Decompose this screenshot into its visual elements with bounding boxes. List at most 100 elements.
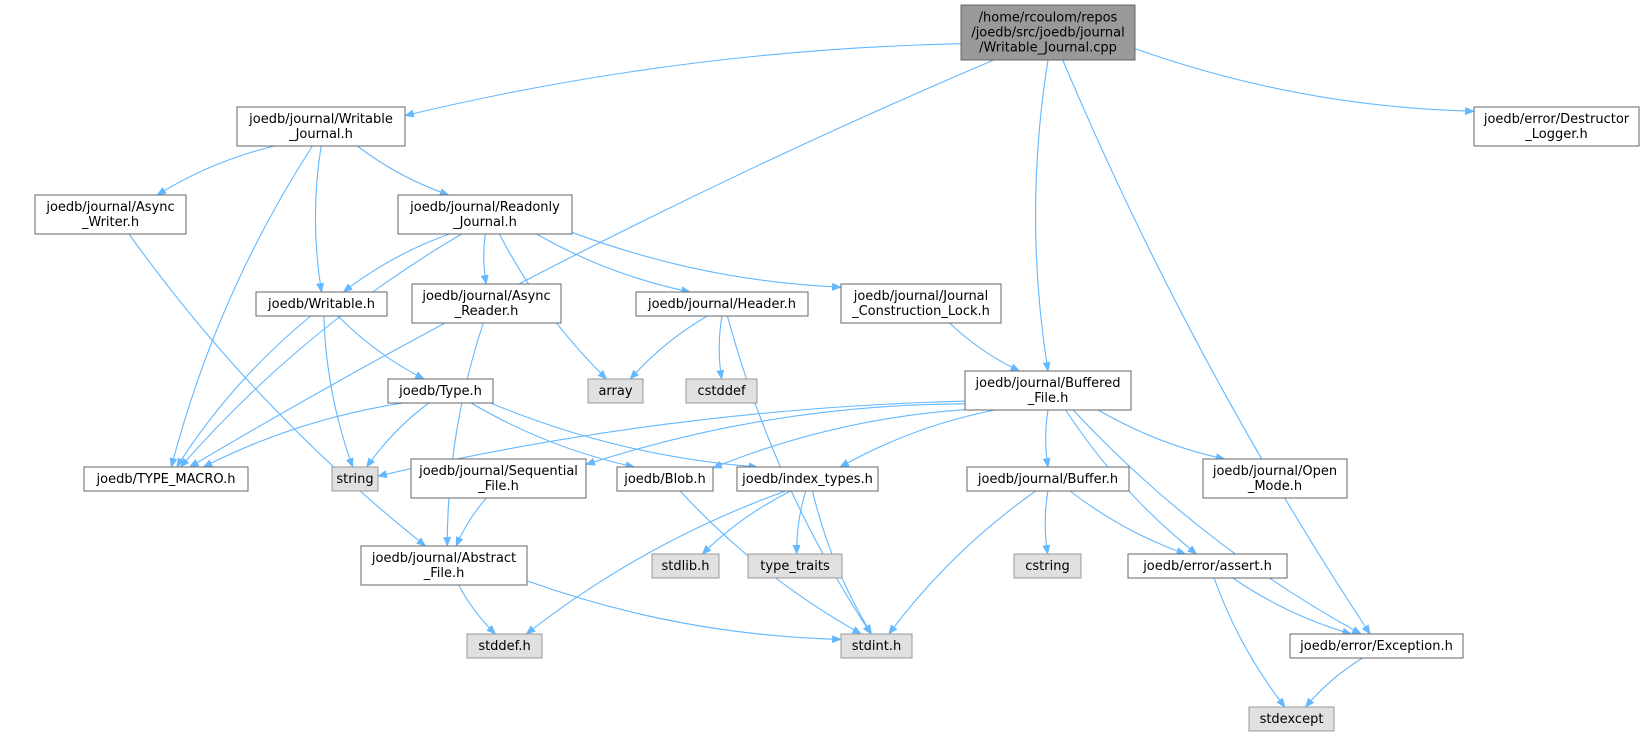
node-box [466, 633, 543, 659]
edge-sequential_file_h-to-abstract_file_h [455, 497, 487, 547]
node-label-line: _Writer.h [81, 215, 139, 230]
node-box [616, 466, 714, 492]
node-abstract-file-h[interactable]: joedb/journal/Abstract_File.h [360, 545, 528, 586]
edge-abstract_file_h-to-stddef_h [458, 584, 497, 635]
node-label-line: stdint.h [852, 639, 901, 654]
edge-root-to-writable_journal_h [404, 43, 962, 118]
node-label-line: joedb/TYPE_MACRO.h [96, 472, 236, 487]
edge-header_h-to-cstddef [716, 315, 725, 380]
node-label-line: _Reader.h [454, 304, 519, 319]
node-label-line: _File.h [1027, 391, 1069, 406]
node-async-reader-h[interactable]: joedb/journal/Async_Reader.h [411, 283, 562, 324]
edge-readonly_journal_h-to-journal_construction_lock_h [571, 231, 842, 291]
edge-readonly_journal_h-to-type_macro_h [179, 233, 462, 468]
edge-root-to-buffered_file_h [1035, 59, 1051, 372]
node-buffer-h[interactable]: joedb/journal/Buffer.h [966, 466, 1130, 492]
node-label-line: _Logger.h [1524, 127, 1588, 142]
node-label-line: cstring [1025, 559, 1069, 574]
edge-type_h-to-string [366, 402, 430, 468]
node-box [651, 553, 720, 579]
node-assert-h[interactable]: joedb/error/assert.h [1127, 553, 1288, 579]
edge-async_writer_h-to-abstract_file_h [128, 233, 427, 547]
node-label-line: type_traits [760, 559, 830, 574]
edge-header_h-to-array [629, 315, 708, 380]
node-box [397, 194, 573, 235]
node-label-line: joedb/journal/Header.h [647, 297, 796, 312]
node-type-h[interactable]: joedb/Type.h [387, 378, 494, 404]
node-stdexcept: stdexcept [1248, 706, 1335, 732]
node-label-line: joedb/journal/Async [421, 289, 550, 304]
node-stdint-h: stdint.h [840, 633, 913, 659]
node-string: string [331, 466, 379, 492]
edge-writable_h-to-type_macro_h [176, 315, 312, 468]
node-label-line: /joedb/src/joedb/journal [971, 26, 1124, 41]
edge-buffered_file_h-to-exception_h [1072, 409, 1362, 635]
node-box [236, 106, 406, 147]
node-box [840, 633, 913, 659]
edge-assert_h-to-exception_h [1232, 577, 1353, 636]
dependency-nodes: /home/rcoulom/repos/joedb/src/joedb/jour… [34, 4, 1640, 732]
node-type-traits: type_traits [747, 553, 843, 579]
edge-writable_journal_h-to-writable_h [314, 145, 324, 293]
node-writable-h[interactable]: joedb/Writable.h [255, 291, 388, 317]
edge-async_reader_h-to-abstract_file_h [443, 322, 484, 547]
node-box [685, 378, 758, 404]
edge-readonly_journal_h-to-async_reader_h [480, 233, 489, 285]
node-async-writer-h[interactable]: joedb/journal/Async_Writer.h [34, 194, 187, 235]
node-box [1473, 106, 1640, 147]
node-label-line: joedb/journal/Readonly [409, 200, 560, 215]
node-box [966, 466, 1130, 492]
edge-buffered_file_h-to-sequential_file_h [585, 403, 966, 466]
node-label-line: joedb/journal/Sequential [418, 464, 578, 479]
node-box [255, 291, 388, 317]
edge-buffered_file_h-to-index_types_h [839, 409, 996, 468]
edge-buffered_file_h-to-blob_h [712, 409, 966, 469]
node-label-line: array [598, 384, 632, 399]
edge-writable_h-to-type_h [337, 315, 425, 380]
node-type-macro-h[interactable]: joedb/TYPE_MACRO.h [83, 466, 249, 492]
node-label-line: joedb/index_types.h [741, 472, 873, 487]
node-blob-h[interactable]: joedb/Blob.h [616, 466, 714, 492]
node-stdlib-h: stdlib.h [651, 553, 720, 579]
edge-index_types_h-to-stddef_h [525, 490, 786, 635]
node-destructor-logger-h[interactable]: joedb/error/Destructor_Logger.h [1473, 106, 1640, 147]
node-journal-construction-lock-h[interactable]: joedb/journal/Journal_Construction_Lock.… [840, 283, 1002, 324]
node-buffered-file-h[interactable]: joedb/journal/Buffered_File.h [964, 370, 1132, 411]
edge-type_h-to-type_macro_h [202, 402, 404, 468]
node-label-line: stdlib.h [662, 559, 710, 574]
node-cstddef: cstddef [685, 378, 758, 404]
edge-buffered_file_h-to-string [377, 400, 966, 478]
edge-type_h-to-index_types_h [490, 402, 759, 471]
node-sequential-file-h[interactable]: joedb/journal/Sequential_File.h [410, 458, 587, 499]
node-open-mode-h[interactable]: joedb/journal/Open_Mode.h [1202, 458, 1348, 499]
node-readonly-journal-h[interactable]: joedb/journal/Readonly_Journal.h [397, 194, 573, 235]
node-label-line: joedb/Blob.h [623, 472, 706, 487]
node-exception-h[interactable]: joedb/error/Exception.h [1289, 633, 1464, 659]
node-box [840, 283, 1002, 324]
node-box [960, 4, 1136, 61]
node-label-line: cstddef [697, 384, 746, 399]
edge-writable_journal_h-to-type_macro_h [169, 145, 313, 468]
edge-buffer_h-to-stdint_h [888, 490, 1037, 635]
node-box [1202, 458, 1348, 499]
node-root[interactable]: /home/rcoulom/repos/joedb/src/joedb/jour… [960, 4, 1136, 61]
node-cstring: cstring [1013, 553, 1082, 579]
node-label-line: joedb/error/assert.h [1142, 559, 1272, 574]
dependency-edges [128, 43, 1475, 708]
edge-abstract_file_h-to-stdint_h [526, 580, 842, 644]
edge-writable_journal_h-to-readonly_journal_h [356, 145, 450, 196]
node-label-line: _File.h [423, 566, 465, 581]
node-box [387, 378, 494, 404]
node-label-line: joedb/journal/Abstract [371, 551, 516, 566]
edge-root-to-type_macro_h [188, 59, 994, 468]
node-header-h[interactable]: joedb/journal/Header.h [635, 291, 809, 317]
edge-writable_journal_h-to-async_writer_h [156, 145, 275, 196]
edge-writable_h-to-string [323, 315, 354, 468]
node-box [331, 466, 379, 492]
edge-exception_h-to-stdexcept [1304, 657, 1363, 708]
node-label-line: _Journal.h [288, 127, 353, 142]
node-index-types-h[interactable]: joedb/index_types.h [736, 466, 879, 492]
node-writable-journal-h[interactable]: joedb/journal/Writable_Journal.h [236, 106, 406, 147]
node-box [747, 553, 843, 579]
